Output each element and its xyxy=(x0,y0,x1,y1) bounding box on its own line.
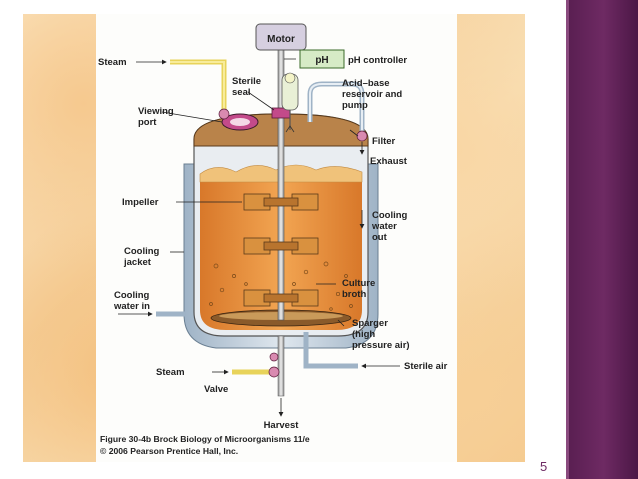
sparger-label: pressure air) xyxy=(352,340,410,351)
ph-controller: pH xyxy=(284,49,345,69)
impeller xyxy=(243,237,319,255)
figure-caption: Figure 30-4b Brock Biology of Microorgan… xyxy=(100,433,310,457)
acid-base-label: pump xyxy=(342,100,368,111)
impeller-label: Impeller xyxy=(122,197,159,208)
impeller xyxy=(243,289,319,307)
cooling-in-label: Cooling xyxy=(114,290,150,301)
accent-stripe xyxy=(566,0,569,479)
cooling-in-label: water in xyxy=(113,301,150,312)
impeller-assembly xyxy=(243,41,319,321)
steam-bottom-label: Steam xyxy=(156,367,185,378)
viewing-port-label: port xyxy=(138,117,157,128)
caption-line: © 2006 Pearson Prentice Hall, Inc. xyxy=(100,446,239,456)
ph-box-label: pH xyxy=(315,55,328,66)
acid-base-reservoir xyxy=(281,72,299,133)
cooling-jacket-label: jacket xyxy=(123,257,152,268)
cooling-jacket-label: Cooling xyxy=(124,246,160,257)
fermenter-figure: Motor pH xyxy=(96,14,457,462)
steam-inlet-top xyxy=(170,59,230,120)
cooling-out-label: out xyxy=(372,232,388,243)
leader-lines xyxy=(136,59,359,327)
viewing-port-label: Viewing xyxy=(138,106,174,117)
filter xyxy=(356,130,368,142)
sparger-label: Sparger xyxy=(352,318,388,329)
motor: Motor xyxy=(255,23,307,51)
ph-controller-label: pH controller xyxy=(348,55,407,66)
sterile-air-label: Sterile air xyxy=(404,361,448,372)
accent-band xyxy=(569,0,638,479)
culture-broth-label: broth xyxy=(342,289,366,300)
air-bubbles xyxy=(209,261,353,311)
acid-base-label: reservoir and xyxy=(342,89,402,100)
acid-base-label: Acid–base xyxy=(342,78,390,89)
valve-label: Valve xyxy=(204,384,228,395)
cooling-out-label: Cooling xyxy=(372,210,408,221)
harvest-label: Harvest xyxy=(264,420,300,431)
fermenter-diagram: Motor pH xyxy=(98,23,448,431)
cooling-out-label: water xyxy=(371,221,397,232)
steam-top-label: Steam xyxy=(98,57,127,68)
harvest-outlet xyxy=(212,335,285,417)
filter-label: Filter xyxy=(372,136,396,147)
sterile-seal-label: seal xyxy=(232,87,251,98)
culture-broth-label: Culture xyxy=(342,278,375,289)
impeller xyxy=(243,193,319,211)
motor-label: Motor xyxy=(267,34,295,45)
sterile-seal-label: Sterile xyxy=(232,76,261,87)
page-number: 5 xyxy=(540,459,548,474)
sterile-air-pipe xyxy=(303,332,400,369)
exhaust-label: Exhaust xyxy=(370,156,408,167)
sparger-label: (high xyxy=(352,329,375,340)
exhaust-pipe xyxy=(307,81,368,155)
caption-line: Figure 30-4b Brock Biology of Microorgan… xyxy=(100,434,310,444)
